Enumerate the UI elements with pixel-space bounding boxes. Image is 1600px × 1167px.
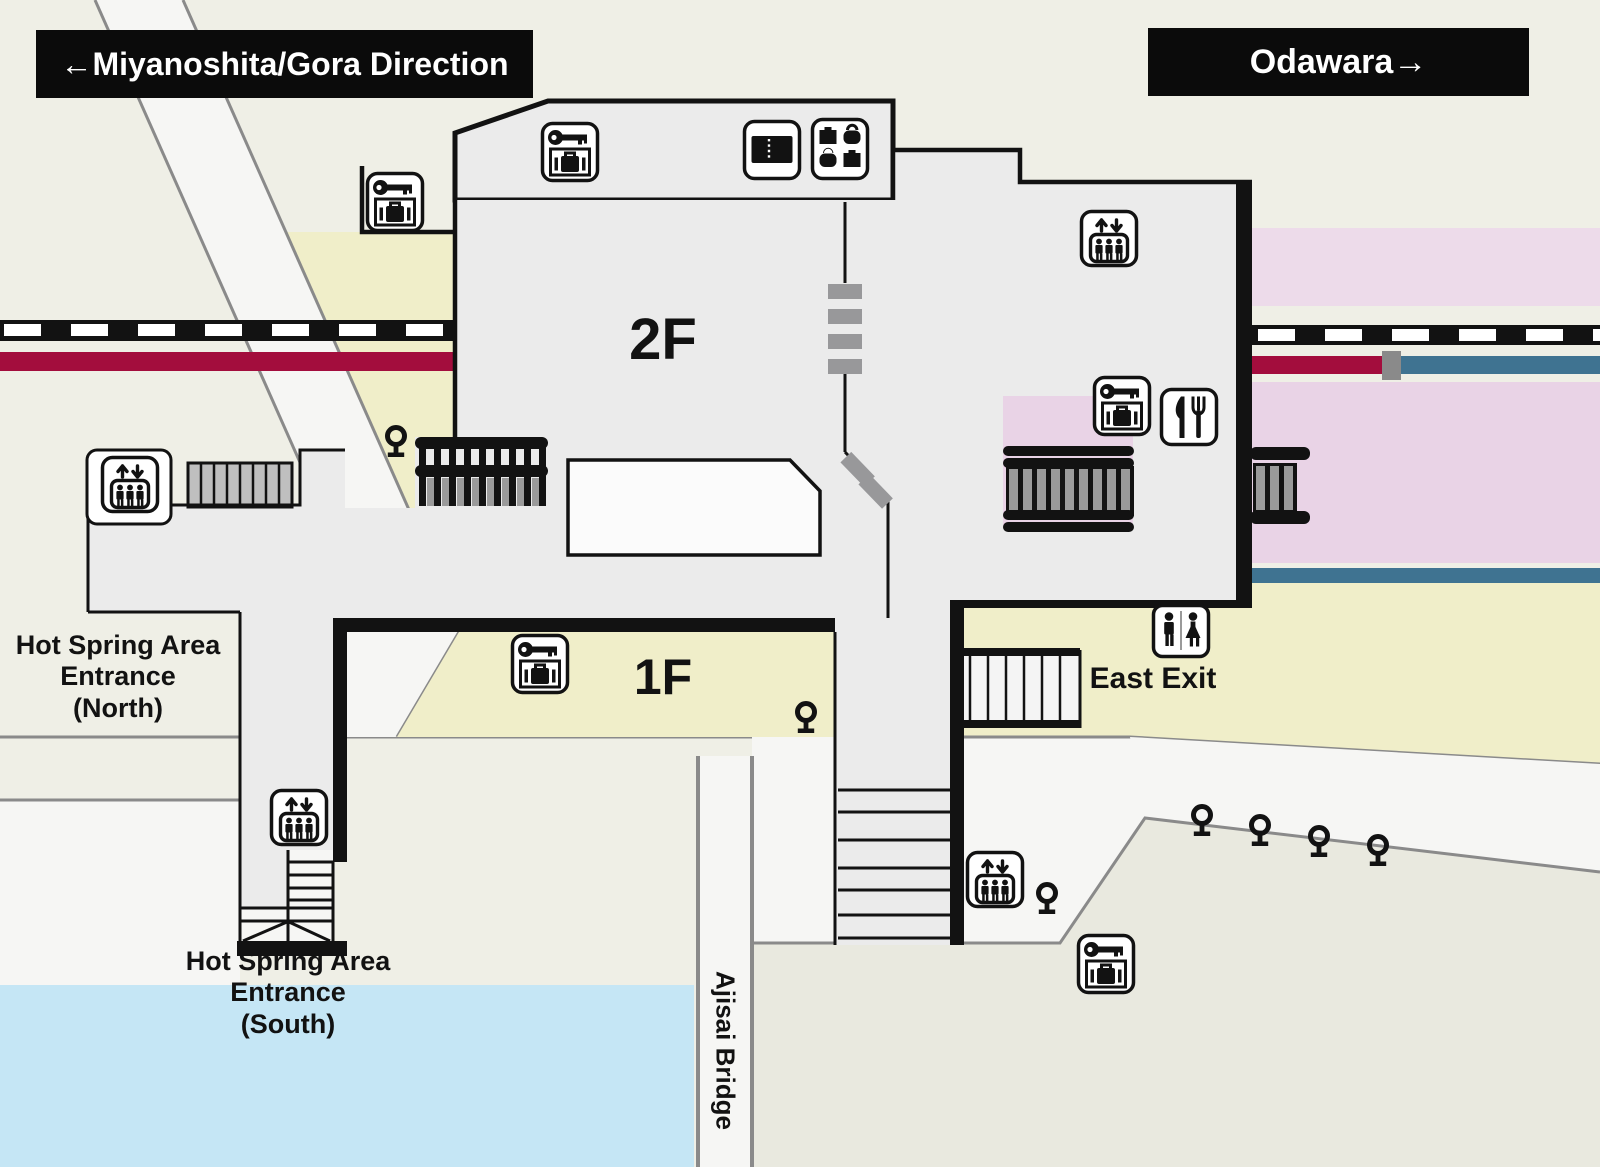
railway-left [0,320,455,371]
ticket-gate-line [828,202,893,618]
escalator-platform [1250,447,1310,524]
concourse-room [566,458,822,557]
ticket-icon [742,119,802,181]
bridge-label: Ajisai Bridge [710,970,741,1130]
road-bottom-left [0,798,240,985]
direction-banner-odawara-label: Odawara→ [1249,42,1428,81]
escalator-east [1003,446,1134,532]
north-arm [88,450,345,632]
elevator-icon [965,850,1025,909]
east-exit-stairs [952,648,1082,728]
elevator-icon [1079,209,1139,268]
east-plaza-wedge [1130,737,1600,872]
elevator-icon [100,455,160,514]
direction-banner-gora-label: ←Miyanoshita/Gora Direction [60,45,509,82]
river [0,985,694,1167]
escalator-west [415,437,548,506]
ajisai-bridge [696,756,754,1167]
north-arm-stairs [186,461,294,509]
south-stairs [240,850,333,943]
floor-label-2f: 2F [629,307,697,372]
coin-locker-icon [1092,375,1152,437]
building-borders [86,147,1252,956]
elevator-icon [269,788,329,847]
floor1-area [397,632,835,737]
center-corridor-stairs [838,788,950,940]
coin-locker-icon [510,633,570,695]
toilet-icon [1151,603,1211,659]
direction-banner-gora: ←Miyanoshita/Gora Direction [36,30,533,98]
restaurant-icon [1159,387,1219,447]
railway-right [1252,228,1600,583]
coin-locker-icon [540,121,600,183]
coin-locker-icon [365,171,425,233]
coin-locker-icon [1076,933,1136,995]
direction-banner-odawara: Odawara→ [1148,28,1529,96]
luggage-storage-icon [810,117,870,181]
floor1-area-east [964,583,1600,764]
north-entrance-label: Hot Spring Area Entrance (North) [15,630,221,723]
east-exit-label: East Exit [1089,662,1217,695]
south-entrance-label: Hot Spring Area Entrance (South) [185,946,391,1039]
floor-label-1f: 1F [633,649,693,705]
